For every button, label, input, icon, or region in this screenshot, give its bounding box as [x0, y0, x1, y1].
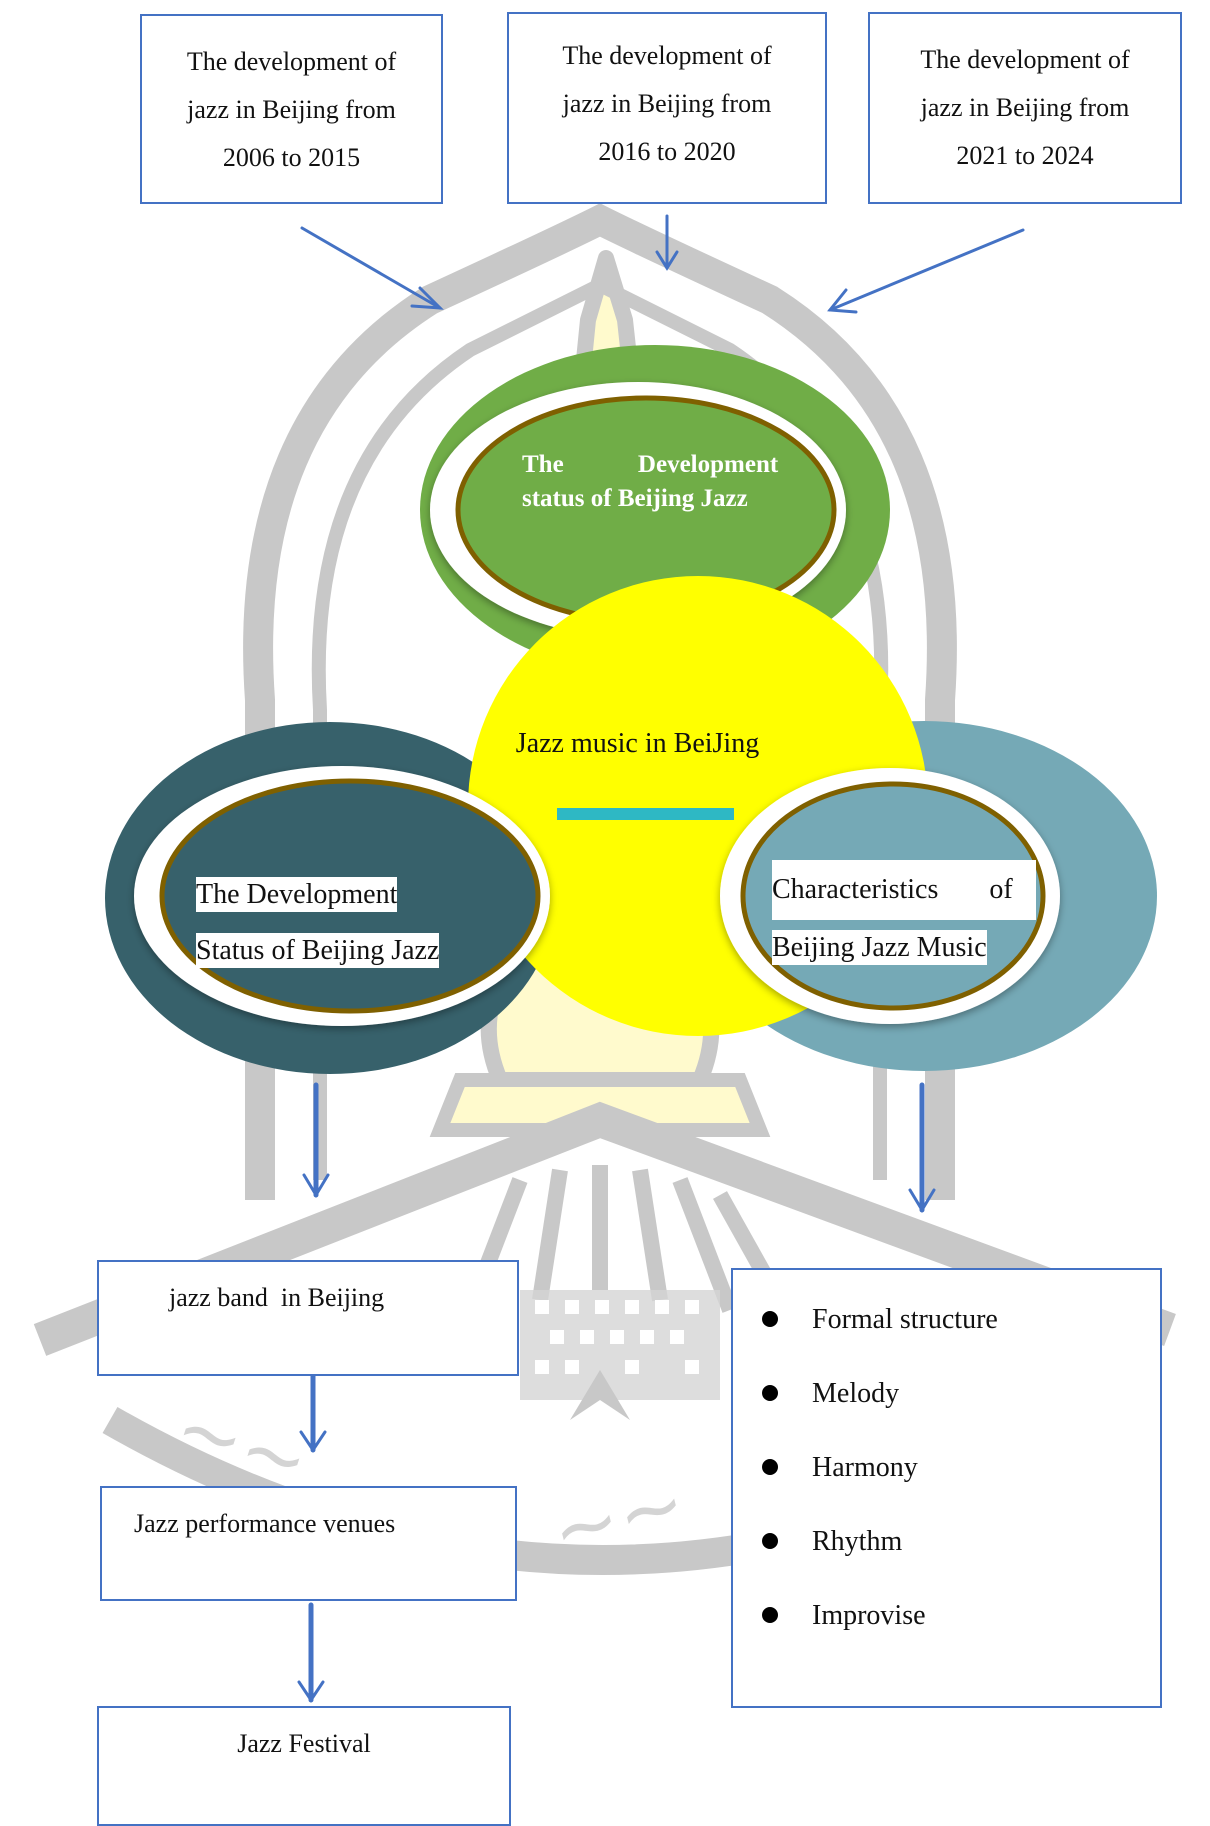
- timeline-box-line: jazz in Beijing from: [187, 95, 396, 124]
- arrow-left-down: [302, 1082, 330, 1198]
- venues-box: Jazz performance venues: [100, 1486, 517, 1601]
- timeline-box-line: 2006 to 2015: [222, 143, 361, 172]
- jazz-band-label: jazz band in Beijing: [169, 1283, 385, 1312]
- list-item: Improvise: [762, 1596, 998, 1670]
- left-ellipse-label-line: The Development: [196, 877, 398, 912]
- list-item: Rhythm: [762, 1522, 998, 1596]
- timeline-box-2021-2024: The development of jazz in Beijing from …: [868, 12, 1182, 204]
- timeline-box-line: The development of: [920, 45, 1130, 74]
- top-ellipse-label: The Development status of Beijing Jazz: [522, 448, 782, 516]
- characteristics-list: Formal structure Melody Harmony Rhythm I…: [762, 1300, 998, 1670]
- timeline-box-line: 2016 to 2020: [598, 137, 736, 166]
- timeline-box-line: The development of: [562, 41, 772, 70]
- arrow-chain-1: [299, 1372, 327, 1453]
- arrow-top-right: [827, 228, 1025, 314]
- timeline-box-line: jazz in Beijing from: [562, 89, 772, 118]
- venues-label: Jazz performance venues: [134, 1509, 396, 1538]
- timeline-box-2006-2015: The development of jazz in Beijing from …: [140, 14, 443, 204]
- list-item: Formal structure: [762, 1300, 998, 1374]
- arrow-top-left: [300, 226, 444, 310]
- timeline-box-line: 2021 to 2024: [956, 141, 1094, 170]
- timeline-box-line: jazz in Beijing from: [920, 93, 1130, 122]
- right-ellipse-label-line: Beijing Jazz Music: [772, 930, 987, 965]
- arrow-top-center: [655, 214, 679, 271]
- timeline-box-2016-2020: The development of jazz in Beijing from …: [507, 12, 827, 204]
- arrow-right-down: [908, 1082, 936, 1213]
- left-ellipse-label-line: Status of Beijing Jazz: [196, 933, 440, 968]
- timeline-box-line: The development of: [186, 47, 397, 76]
- left-ellipse-label: The Development Status of Beijing Jazz: [196, 867, 476, 979]
- characteristics-list-box: [731, 1268, 1162, 1708]
- right-ellipse-label: Characteristics of Beijing Jazz Music: [772, 860, 1036, 976]
- arrow-chain-2: [297, 1602, 325, 1703]
- festival-label: Jazz Festival: [237, 1729, 371, 1758]
- jazz-band-box: jazz band in Beijing: [97, 1260, 519, 1376]
- right-ellipse-label-line: Characteristics of: [772, 860, 1036, 920]
- top-ellipse-label-line: status of Beijing Jazz: [522, 485, 748, 512]
- top-ellipse-label-word: The Development: [522, 451, 779, 478]
- center-circle-label: Jazz music in BeiJing: [515, 728, 760, 759]
- center-accent-bar: [557, 808, 734, 820]
- list-item: Melody: [762, 1374, 998, 1448]
- festival-box: Jazz Festival: [97, 1706, 511, 1826]
- list-item: Harmony: [762, 1448, 998, 1522]
